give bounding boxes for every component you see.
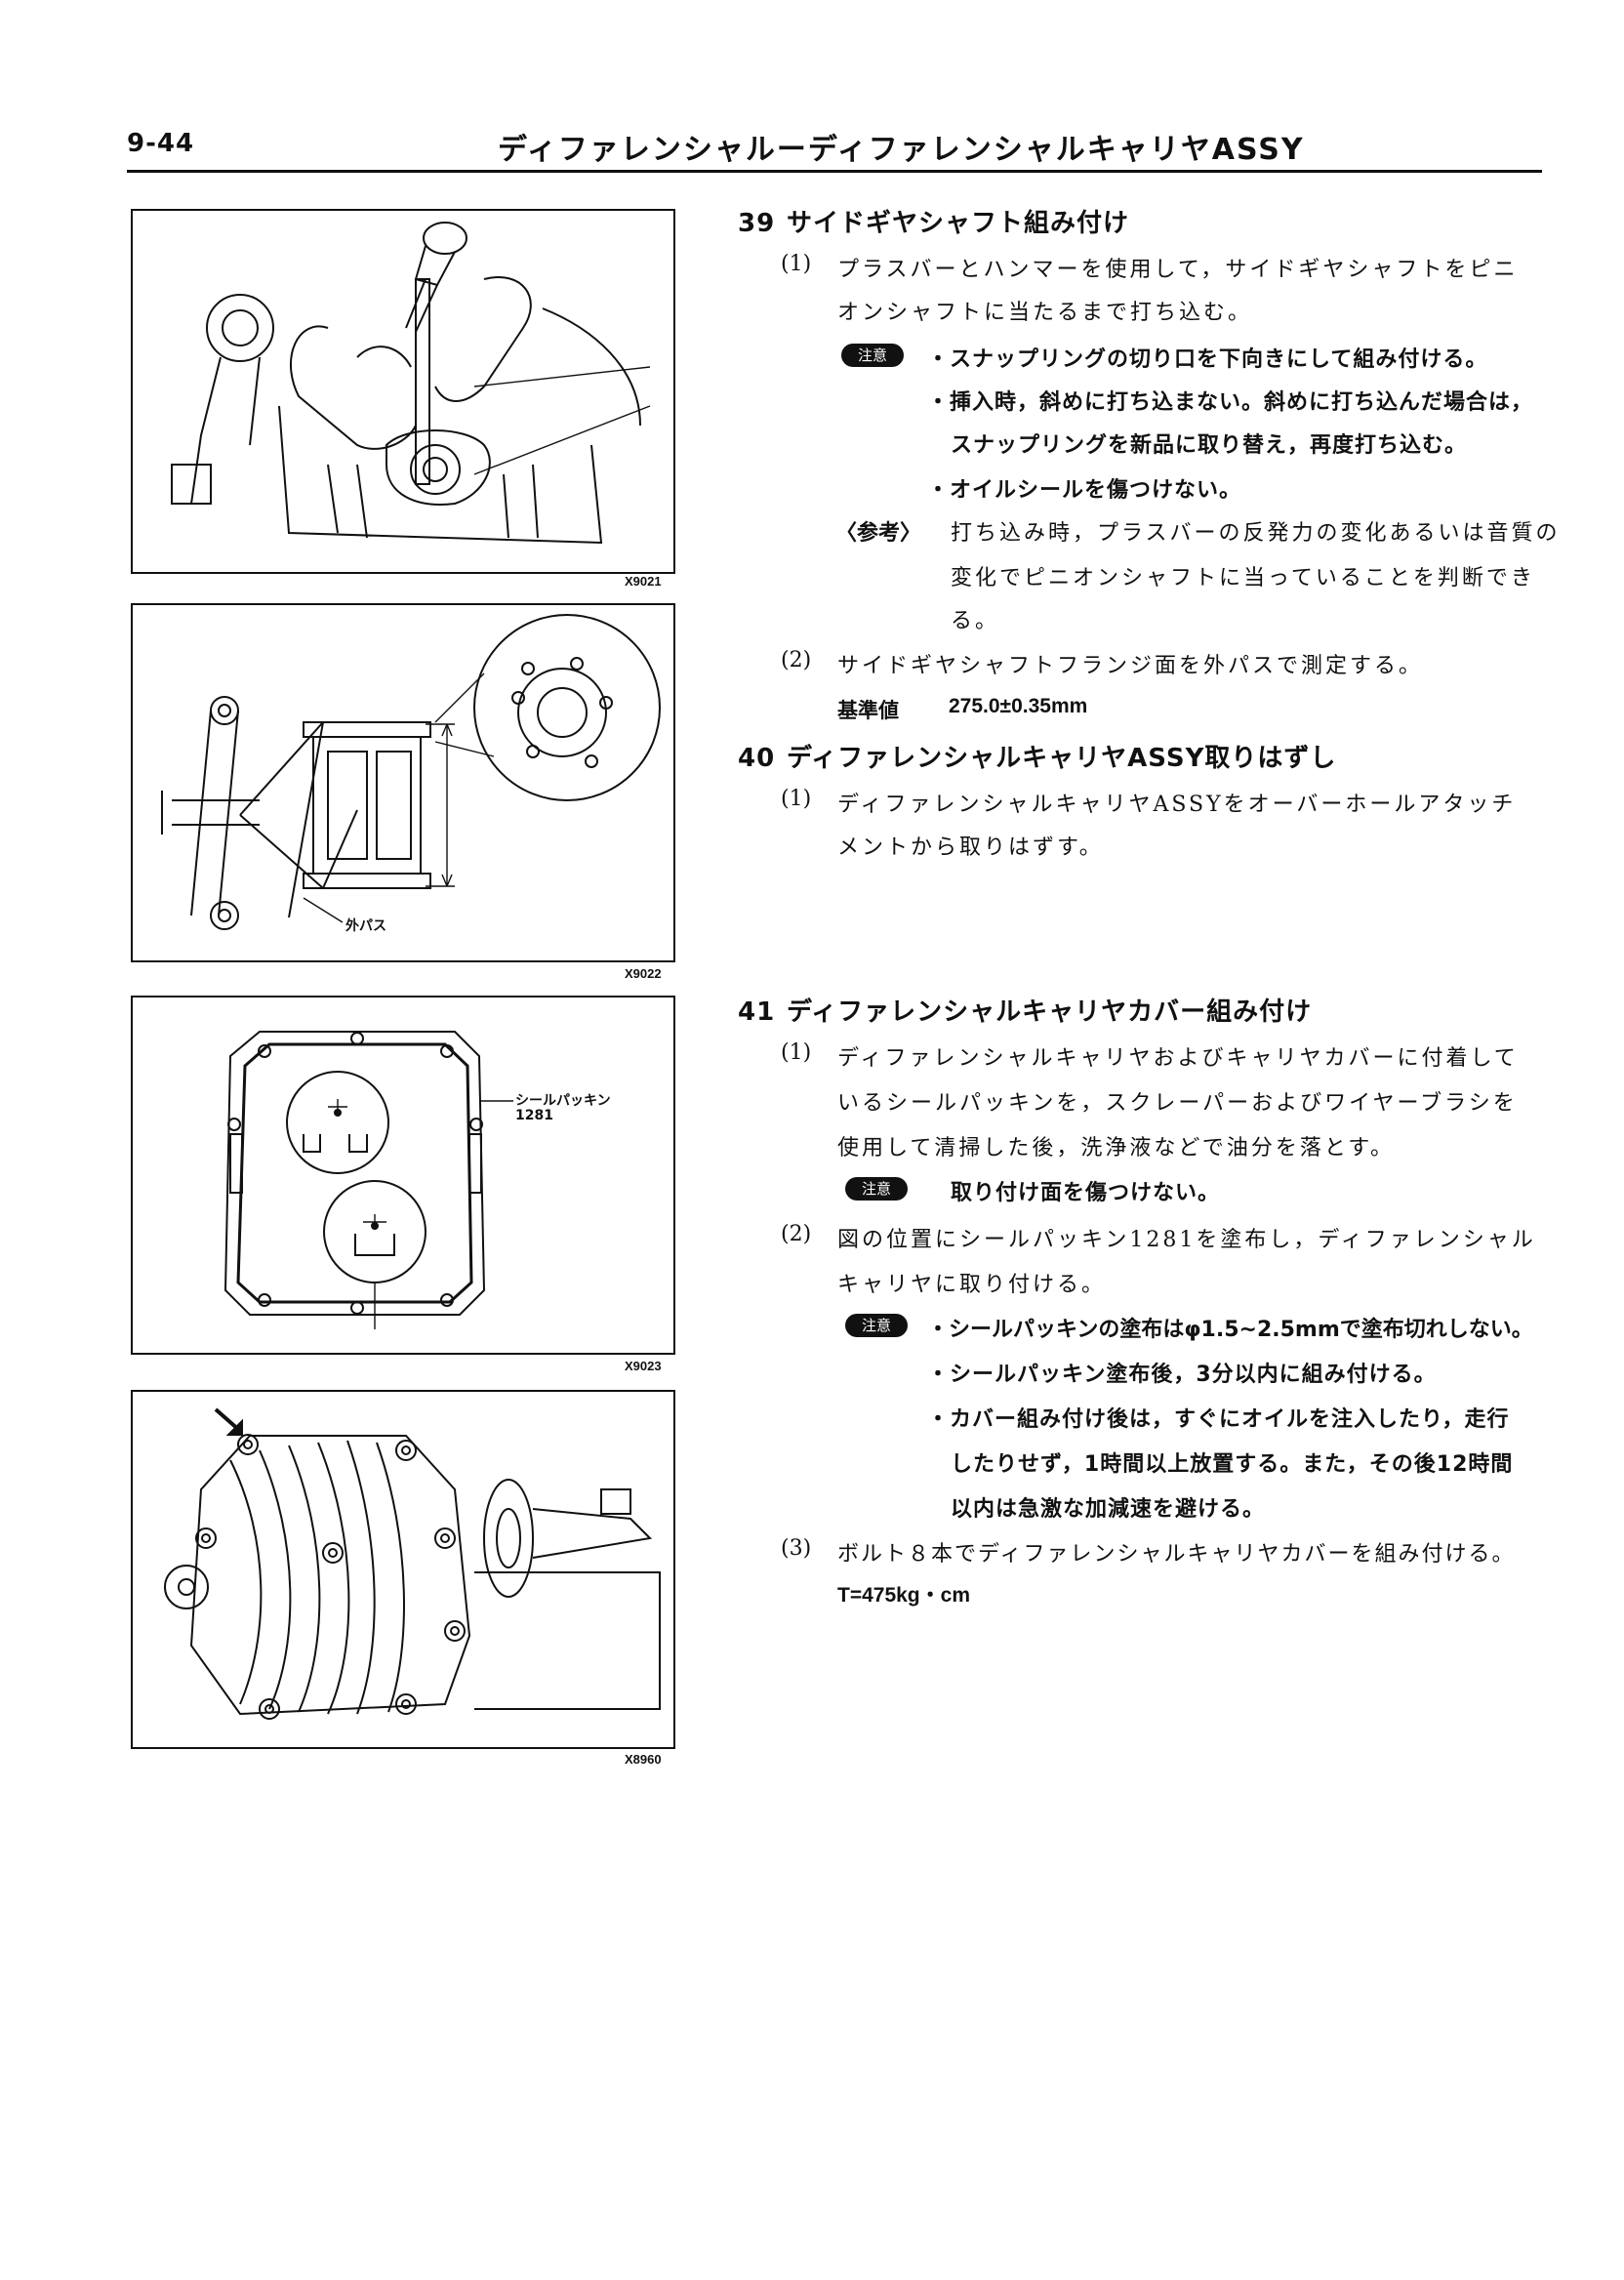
reference-tag: 〈参考〉 bbox=[835, 521, 922, 546]
page-title: ディファレンシャルーディファレンシャルキャリヤASSY bbox=[498, 133, 1305, 167]
step-heading: サイドギヤシャフト組み付け bbox=[787, 209, 1130, 238]
step-41-p2-line1: 図の位置にシールパッキン1281を塗布し，ディファレンシャル bbox=[837, 1228, 1536, 1252]
step-number: 41 bbox=[738, 998, 776, 1027]
paragraph-marker: (2) bbox=[781, 648, 812, 672]
illustration-hammer-install bbox=[171, 222, 651, 545]
paragraph-marker: (2) bbox=[781, 1222, 812, 1246]
torque-spec: T=475kg・cm bbox=[837, 1584, 970, 1607]
spec-label: 基準値 bbox=[837, 699, 899, 722]
caution-badge: 注意 bbox=[841, 344, 904, 367]
figure-code: X8960 bbox=[625, 1752, 662, 1767]
figure-code: X9022 bbox=[625, 966, 662, 981]
step-41-p3-line1: ボルト８本でディファレンシャルキャリヤカバーを組み付ける。 bbox=[837, 1542, 1516, 1567]
step-heading: ディファレンシャルキャリヤカバー組み付け bbox=[787, 998, 1313, 1027]
step-40-p1-line2: メントから取りはずす。 bbox=[837, 835, 1104, 860]
figure-seal-packing-position: シールパッキン 1281 bbox=[131, 996, 675, 1355]
caution-bullet-2: ・シールパッキン塗布後，3分以内に組み付ける。 bbox=[927, 1363, 1437, 1387]
page-number: 9-44 bbox=[127, 129, 195, 158]
caution-text: 取り付け面を傷つけない。 bbox=[951, 1181, 1221, 1205]
paragraph-marker: (3) bbox=[781, 1536, 812, 1561]
illustration-cover-seal bbox=[223, 1031, 513, 1329]
header-rule bbox=[127, 170, 1542, 173]
step-39-p1-line1: プラスバーとハンマーを使用して，サイドギヤシャフトをピニ bbox=[837, 258, 1519, 282]
step-41-p1-line1: ディファレンシャルキャリヤおよびキャリヤカバーに付着して bbox=[837, 1046, 1519, 1071]
paragraph-marker: (1) bbox=[781, 252, 812, 276]
paragraph-marker: (1) bbox=[781, 1040, 812, 1065]
spec-value: 275.0±0.35mm bbox=[949, 695, 1088, 717]
figure-flange-measurement: 外パス bbox=[131, 603, 675, 962]
caution-badge: 注意 bbox=[845, 1177, 908, 1201]
paragraph-marker: (1) bbox=[781, 787, 812, 811]
caution-badge: 注意 bbox=[845, 1314, 908, 1337]
seal-packing-label-code: 1281 bbox=[515, 1108, 553, 1123]
caution-bullet-2: ・挿入時，斜めに打ち込まない。斜めに打ち込んだ場合は， bbox=[927, 390, 1534, 415]
illustration-caliper-measure bbox=[161, 614, 661, 930]
reference-line-3: る。 bbox=[951, 609, 1000, 633]
step-41-p2-line2: キャリヤに取り付ける。 bbox=[837, 1273, 1107, 1297]
figure-side-gear-shaft-install bbox=[131, 209, 675, 574]
caliper-label: 外パス bbox=[345, 918, 386, 934]
step-39-p2-line1: サイドギヤシャフトフランジ面を外パスで測定する。 bbox=[837, 654, 1424, 678]
caution-bullet-2-cont: スナップリングを新品に取り替え，再度打ち込む。 bbox=[951, 433, 1468, 458]
step-41-title: 41 ディファレンシャルキャリヤカバー組み付け bbox=[738, 992, 1312, 1028]
figure-code: X9023 bbox=[625, 1359, 662, 1373]
caution-bullet-3: ・オイルシールを傷つけない。 bbox=[927, 478, 1242, 503]
caution-bullet-1: ・スナップリングの切り口を下向きにして組み付ける。 bbox=[927, 347, 1488, 372]
reference-line-1: 打ち込み時，プラスバーの反発力の変化あるいは音質の bbox=[951, 521, 1561, 546]
step-40-p1-line1: ディファレンシャルキャリヤASSYをオーバーホールアタッチ bbox=[837, 793, 1517, 817]
figure-code: X9021 bbox=[625, 574, 662, 589]
step-41-p1-line2: いるシールパッキンを，スクレーパーおよびワイヤーブラシを bbox=[837, 1091, 1518, 1116]
caution-bullet-3-cont: 以内は急激な加減速を避ける。 bbox=[951, 1497, 1266, 1522]
step-41-p1-line3: 使用して清掃した後，洗浄液などで油分を落とす。 bbox=[837, 1136, 1396, 1160]
step-39-p1-line2: オンシャフトに当たるまで打ち込む。 bbox=[837, 301, 1253, 325]
step-number: 39 bbox=[738, 209, 776, 238]
step-39-title: 39 サイドギヤシャフト組み付け bbox=[738, 203, 1129, 239]
illustration-cover-bolts bbox=[164, 1407, 661, 1720]
caution-bullet-3: ・カバー組み付け後は，すぐにオイルを注入したり，走行 bbox=[927, 1407, 1510, 1432]
step-heading: ディファレンシャルキャリヤASSY取りはずし bbox=[787, 744, 1337, 773]
step-40-title: 40 ディファレンシャルキャリヤASSY取りはずし bbox=[738, 738, 1336, 774]
figure-cover-bolt-install bbox=[131, 1390, 675, 1749]
step-number: 40 bbox=[738, 744, 776, 773]
seal-packing-label-text: シールパッキン bbox=[515, 1093, 611, 1109]
reference-line-2: 変化でピニオンシャフトに当っていることを判断でき bbox=[951, 566, 1535, 590]
caution-bullet-3-cont: したりせず，1時間以上放置する。また，その後12時間 bbox=[951, 1452, 1514, 1477]
caution-bullet-1: ・シールパッキンの塗布はφ1.5~2.5mmで塗布切れしない。 bbox=[927, 1318, 1533, 1342]
